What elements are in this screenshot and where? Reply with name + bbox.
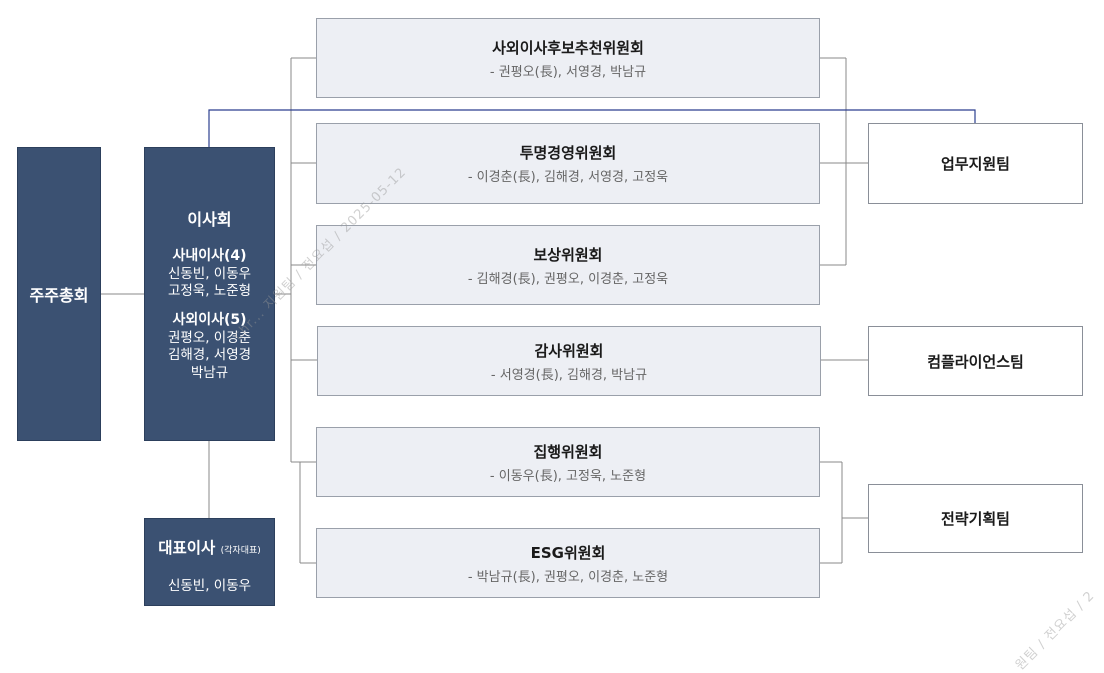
inside-directors-group: 사내이사(4) 신동빈, 이동우 고정욱, 노준형 — [145, 248, 274, 301]
committee-execution-box: 집행위원회 - 이동우(長), 고정욱, 노준형 — [316, 427, 820, 497]
committee-nomination-box: 사외이사후보추천위원회 - 권평오(長), 서영경, 박남규 — [316, 18, 820, 98]
outside-directors-line: 김해경, 서영경 — [167, 347, 252, 363]
team-compliance-box: 컴플라이언스팀 — [868, 326, 1083, 396]
ceo-box: 대표이사 (각자대표) 신동빈, 이동우 — [144, 518, 275, 606]
board-title: 이사회 — [187, 210, 232, 229]
inside-directors-heading: 사내이사(4) — [172, 248, 247, 264]
team-strategy-box: 전략기획팀 — [868, 484, 1083, 553]
team-compliance-label: 컴플라이언스팀 — [927, 352, 1024, 371]
committee-members: - 권평오(長), 서영경, 박남규 — [489, 65, 647, 80]
team-support-box: 업무지원팀 — [868, 123, 1083, 204]
committee-name: 집행위원회 — [533, 443, 603, 461]
committee-members: - 이동우(長), 고정욱, 노준형 — [489, 469, 647, 484]
committee-name: 투명경영위원회 — [519, 144, 617, 162]
committee-audit-box: 감사위원회 - 서영경(長), 김해경, 박남규 — [317, 326, 821, 396]
committee-members: - 박남규(長), 권평오, 이경춘, 노준형 — [467, 570, 669, 585]
committee-members: - 이경춘(長), 김해경, 서영경, 고정욱 — [467, 170, 669, 185]
committee-members: - 김해경(長), 권평오, 이경춘, 고정욱 — [467, 272, 669, 287]
committee-name: 사외이사후보추천위원회 — [492, 39, 644, 57]
inside-directors-line: 신동빈, 이동우 — [167, 265, 252, 282]
outside-directors-heading: 사외이사(5) — [172, 312, 247, 328]
outside-directors-group: 사외이사(5) 권평오, 이경춘 김해경, 서영경 박남규 — [145, 312, 274, 382]
team-support-label: 업무지원팀 — [940, 155, 1010, 173]
ceo-names: 신동빈, 이동우 — [167, 578, 252, 594]
committee-name: 감사위원회 — [534, 342, 604, 360]
shareholders-meeting-box: 주주총회 — [17, 147, 101, 441]
board-of-directors-box: 이사회 사내이사(4) 신동빈, 이동우 고정욱, 노준형 사외이사(5) 권평… — [144, 147, 275, 441]
committee-name: 보상위원회 — [533, 246, 603, 264]
committee-esg-box: ESG위원회 - 박남규(長), 권평오, 이경춘, 노준형 — [316, 528, 820, 598]
ceo-title-row: 대표이사 (각자대표) — [145, 536, 274, 558]
shareholders-meeting-label: 주주총회 — [29, 286, 89, 305]
committee-members: - 서영경(長), 김해경, 박남규 — [490, 368, 648, 383]
committee-compensation-box: 보상위원회 - 김해경(長), 권평오, 이경춘, 고정욱 — [316, 225, 820, 305]
inside-directors-line: 고정욱, 노준형 — [167, 283, 252, 299]
committee-name: ESG위원회 — [530, 544, 606, 562]
ceo-title-note: (각자대표) — [220, 546, 261, 556]
team-strategy-label: 전략기획팀 — [940, 510, 1010, 528]
watermark-text: 원팀 / 전요섭 / 2 — [1012, 588, 1098, 673]
outside-directors-line: 권평오, 이경춘 — [167, 329, 252, 346]
outside-directors-line: 박남규 — [190, 364, 229, 381]
ceo-title: 대표이사 — [158, 539, 216, 557]
committee-transparency-box: 투명경영위원회 - 이경춘(長), 김해경, 서영경, 고정욱 — [316, 123, 820, 204]
